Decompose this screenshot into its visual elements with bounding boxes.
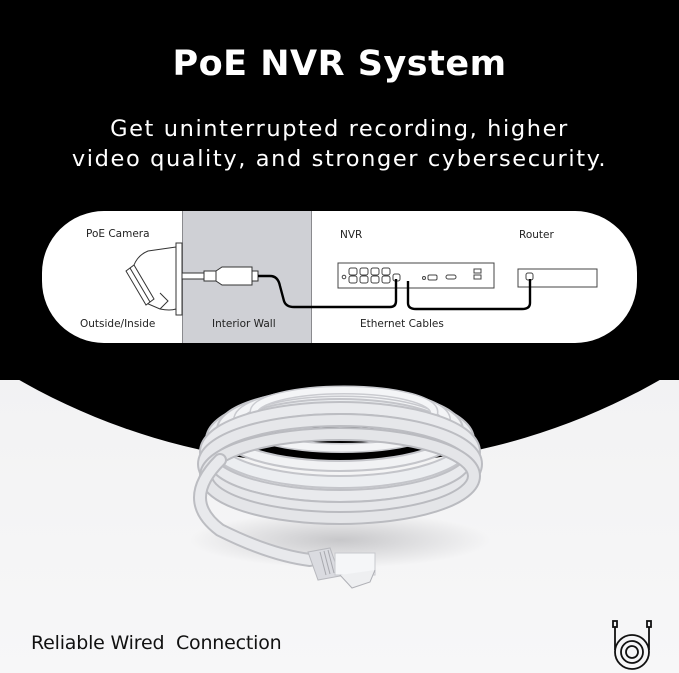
subtitle-line-2: video quality, and stronger cybersecurit… bbox=[71, 146, 608, 172]
label-poe-camera: PoE Camera bbox=[86, 228, 150, 240]
ethernet-cable-product-image bbox=[190, 385, 490, 589]
page-subtitle: Get uninterrupted recording, higher vide… bbox=[0, 114, 679, 174]
rj45-connector bbox=[307, 547, 376, 589]
subtitle-line-1: Get uninterrupted recording, higher bbox=[110, 116, 569, 142]
label-interior-wall: Interior Wall bbox=[212, 318, 276, 330]
label-router: Router bbox=[519, 229, 554, 241]
ethernet-cable-lines bbox=[258, 274, 532, 311]
label-outside-inside: Outside/Inside bbox=[80, 318, 156, 330]
camera-pigtail bbox=[181, 266, 259, 286]
cable-coil-icon bbox=[612, 620, 652, 670]
connection-diagram: PoE Camera Outside/Inside Interior Wall … bbox=[42, 211, 637, 343]
label-nvr: NVR bbox=[340, 229, 363, 241]
footer-tagline: Reliable Wired Connection bbox=[31, 632, 282, 654]
diagram-drawing bbox=[125, 242, 598, 316]
label-ethernet-cables: Ethernet Cables bbox=[360, 318, 444, 330]
page-title: PoE NVR System bbox=[172, 44, 507, 84]
poe-camera-icon bbox=[125, 242, 183, 316]
router-device-icon bbox=[517, 268, 598, 288]
nvr-device-icon bbox=[337, 262, 495, 289]
